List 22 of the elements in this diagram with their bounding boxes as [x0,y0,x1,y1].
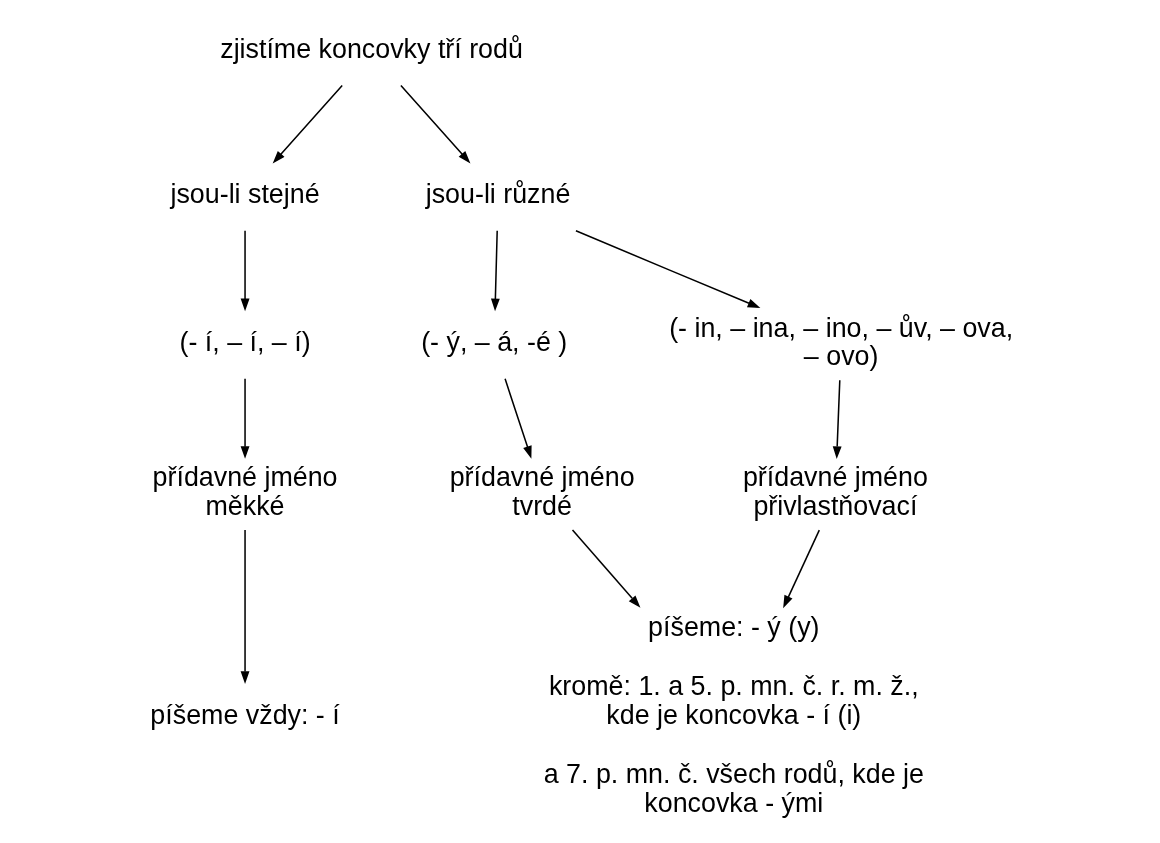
node-text: jsou-li různé [425,179,571,210]
arrow [832,379,842,459]
node-text: (- ý, – á, -é ) [421,326,568,357]
arrow [240,378,250,459]
node-text: (- í, – í, – í) [179,326,311,357]
arrow [504,378,532,459]
arrow [575,230,761,309]
arrow [240,529,250,684]
node-text: přídavné jméno tvrdé [449,462,635,521]
node-text: píšeme vždy: - í [150,699,340,730]
node-text: přídavné jméno přivlastňovací [742,462,928,521]
node-text: (- in, – ina, – ino, – ův, – ova, – ovo) [669,312,1014,372]
arrow [490,230,500,312]
arrow [571,529,641,608]
node-text: jsou-li stejné [170,179,320,210]
node-text: přídavné jméno měkké [152,462,338,521]
arrow [400,84,471,164]
node-text: píšeme: - ý (y) kromě: 1. a 5. p. mn. č. r. m. ž., kde je koncovka - í (i) a 7. p. mn. č. všech rodů, kde je koncovka - ými [543,611,924,818]
arrow [240,230,250,312]
arrow [272,84,343,164]
arrow [783,529,821,609]
node-text: zjistíme koncovky tří rodů [220,33,523,64]
